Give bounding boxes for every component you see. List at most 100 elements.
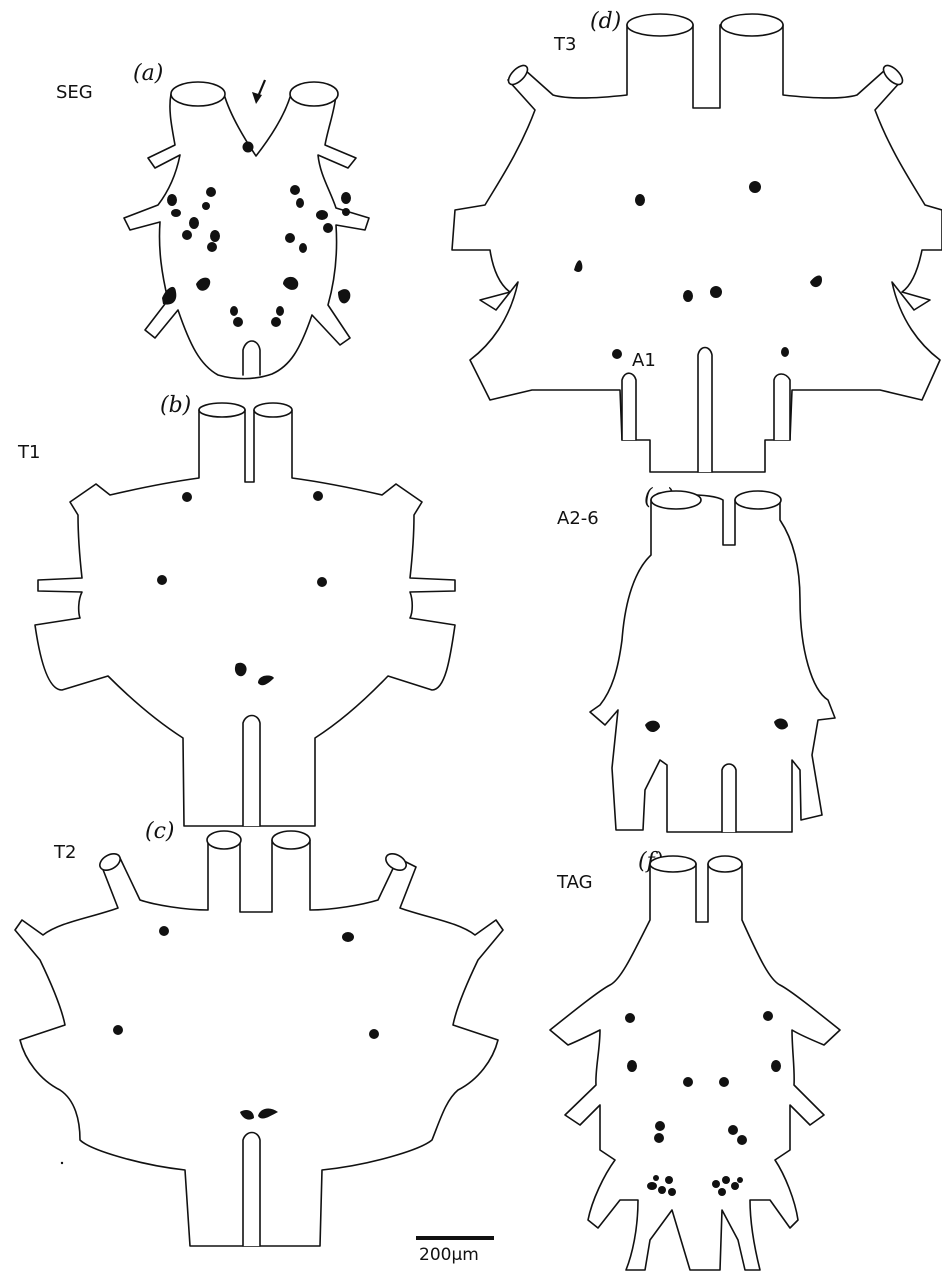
scale-bar: 200µm bbox=[416, 1238, 494, 1265]
neuron bbox=[655, 1121, 665, 1131]
neuron bbox=[296, 198, 304, 208]
neuron bbox=[665, 1176, 673, 1184]
panel-d-label: T3 bbox=[553, 34, 576, 55]
seg-posterior-notch bbox=[243, 341, 260, 375]
neuron bbox=[749, 181, 761, 193]
a1-left-connective bbox=[622, 373, 636, 440]
panel-d-sublabel: A1 bbox=[632, 350, 656, 371]
panel-f-label: TAG bbox=[556, 872, 593, 893]
seg-connective-right-end bbox=[290, 82, 338, 106]
neuron bbox=[731, 1182, 739, 1190]
neuron bbox=[182, 230, 192, 240]
neuron bbox=[299, 243, 307, 253]
t3-connective-left-end bbox=[627, 14, 693, 36]
neuron bbox=[157, 575, 167, 585]
neuron bbox=[313, 491, 323, 501]
neuron bbox=[722, 1176, 730, 1184]
a1-right-connective bbox=[774, 374, 790, 440]
tag-connective-left-end bbox=[650, 856, 696, 872]
seg-connective-left-end bbox=[171, 82, 225, 106]
neuron bbox=[230, 306, 238, 316]
t3-connective-right-end bbox=[721, 14, 783, 36]
t1-posterior-notch bbox=[243, 716, 260, 827]
neuron bbox=[627, 1060, 637, 1072]
neuron bbox=[182, 492, 192, 502]
seg-ganglion-outline bbox=[124, 92, 369, 379]
neuron bbox=[207, 242, 217, 252]
neuron bbox=[316, 210, 328, 220]
neuron bbox=[737, 1177, 743, 1183]
neuron bbox=[317, 577, 327, 587]
neuron bbox=[668, 1188, 676, 1196]
neuron bbox=[771, 1060, 781, 1072]
a1-posterior-notch bbox=[698, 348, 712, 473]
a26-connective-right-end bbox=[735, 491, 781, 509]
panel-d: (d) T3 A1 bbox=[452, 9, 942, 472]
neuron bbox=[658, 1186, 666, 1194]
neuron bbox=[625, 1013, 635, 1023]
t1-connective-right-end bbox=[254, 403, 292, 417]
neuron bbox=[342, 208, 350, 216]
panel-b: (b) T1 bbox=[17, 393, 455, 826]
a26-posterior-notch bbox=[722, 764, 736, 832]
neuron bbox=[683, 1077, 693, 1087]
neuron bbox=[781, 347, 789, 357]
panel-c-label: T2 bbox=[53, 842, 76, 863]
neuron bbox=[635, 194, 645, 206]
neuron bbox=[189, 217, 199, 229]
tag-connective-right-end bbox=[708, 856, 742, 872]
t2-posterior-notch bbox=[243, 1133, 260, 1247]
neuron bbox=[202, 202, 210, 210]
t2-connective-right-end bbox=[272, 831, 310, 849]
a26-connective-left-end bbox=[651, 491, 701, 509]
neuron bbox=[271, 317, 281, 327]
stray-dot bbox=[61, 1162, 63, 1164]
panel-b-label: T1 bbox=[17, 442, 40, 463]
neuron bbox=[737, 1135, 747, 1145]
neuron bbox=[167, 194, 177, 206]
panel-b-letter: (b) bbox=[160, 393, 191, 418]
arrow-icon bbox=[252, 80, 265, 104]
neuron bbox=[369, 1029, 379, 1039]
tag-ganglion-outline bbox=[550, 859, 840, 1270]
neuron bbox=[171, 209, 181, 217]
neuron bbox=[647, 1182, 657, 1190]
t2-connective-left-end bbox=[207, 831, 241, 849]
neuron bbox=[113, 1025, 123, 1035]
neuron bbox=[763, 1011, 773, 1021]
neuron bbox=[243, 142, 254, 153]
neuron bbox=[210, 230, 220, 242]
neuron bbox=[323, 223, 333, 233]
panel-f: (f) TAG bbox=[550, 849, 840, 1270]
neuron bbox=[683, 290, 693, 302]
neuron bbox=[276, 306, 284, 316]
neuron bbox=[233, 317, 243, 327]
panel-c: (c) T2 bbox=[15, 819, 503, 1246]
panel-a-letter: (a) bbox=[133, 61, 163, 86]
a26-ganglion-outline bbox=[590, 495, 835, 832]
neuron bbox=[710, 286, 722, 298]
neuron bbox=[653, 1175, 659, 1181]
t3-ganglion-outline bbox=[452, 20, 942, 472]
neuron bbox=[718, 1188, 726, 1196]
panel-e: (e) A2-6 bbox=[557, 485, 835, 832]
neuron bbox=[654, 1133, 664, 1143]
t1-connective-left-end bbox=[199, 403, 245, 417]
panel-d-letter: (d) bbox=[590, 9, 621, 34]
neuron bbox=[719, 1077, 729, 1087]
neuron bbox=[206, 187, 216, 197]
neuron bbox=[159, 926, 169, 936]
scale-bar-label: 200µm bbox=[419, 1245, 479, 1265]
neuron bbox=[728, 1125, 738, 1135]
panel-c-letter: (c) bbox=[145, 819, 175, 844]
neuron bbox=[712, 1180, 720, 1188]
panel-a-label: SEG bbox=[56, 82, 93, 103]
neuron bbox=[341, 192, 351, 204]
panel-e-label: A2-6 bbox=[557, 508, 599, 529]
neuron bbox=[612, 349, 622, 359]
neuron bbox=[338, 289, 350, 303]
neuron bbox=[342, 932, 354, 942]
panel-a: (a) SEG bbox=[56, 61, 369, 379]
neuron bbox=[290, 185, 300, 195]
